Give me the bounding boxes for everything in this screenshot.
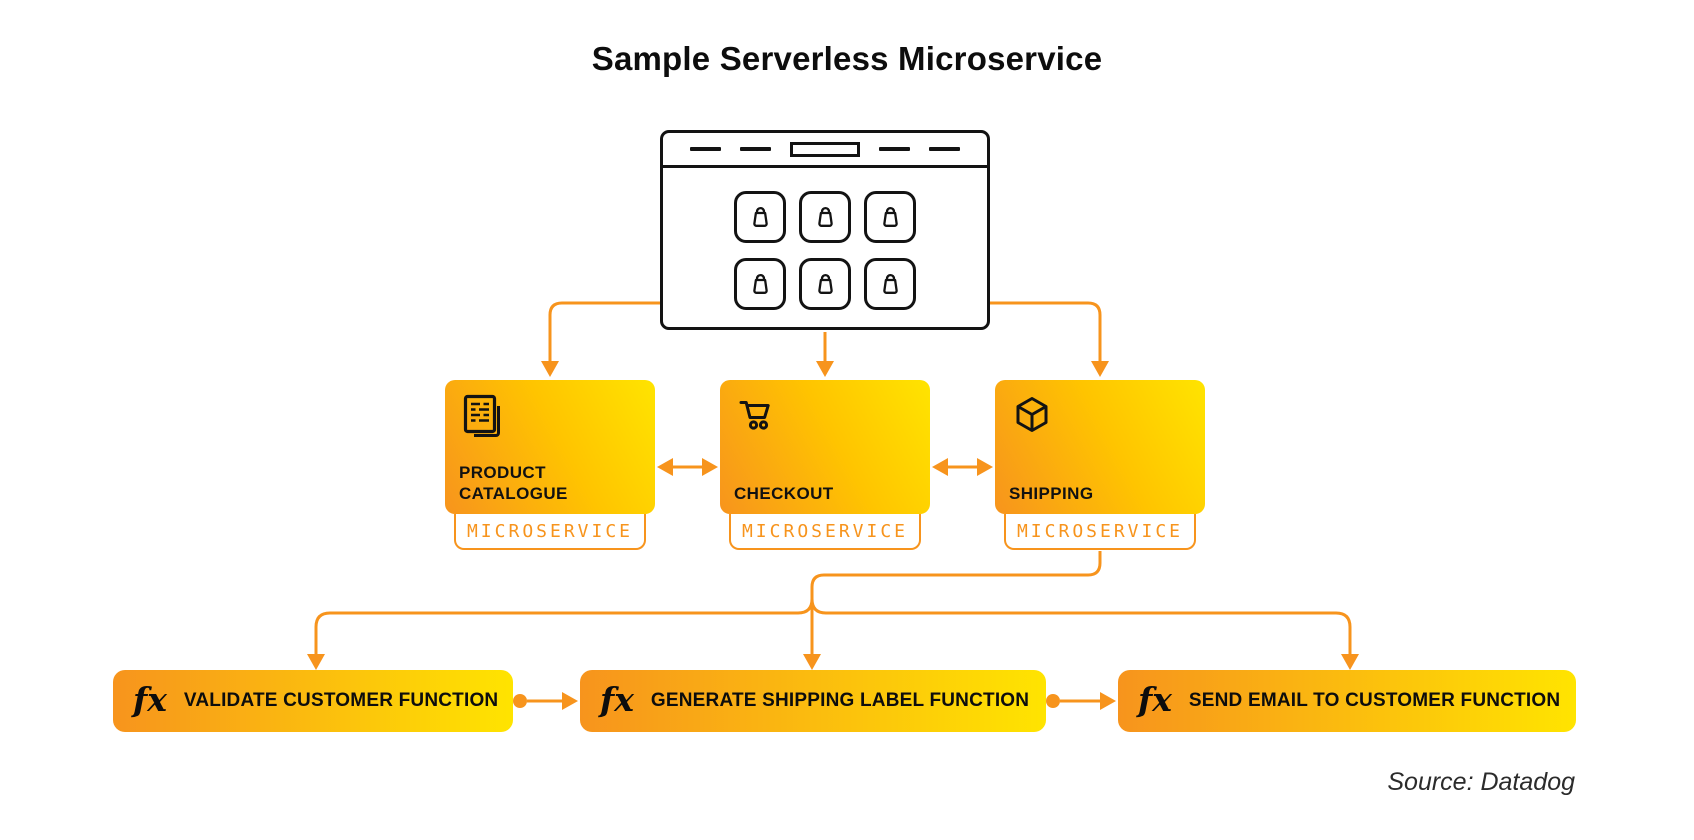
source-credit: Source: Datadog	[1387, 768, 1575, 796]
connector-generate-to-send-email	[1046, 692, 1116, 710]
catalogue-icon	[463, 394, 500, 437]
connector-browser-to-checkout	[816, 332, 834, 377]
menu-dash-icon	[929, 147, 960, 151]
service-card-product-catalogue: PRODUCT CATALOGUE MICROSERVICE	[445, 380, 655, 550]
function-card-send-email: fx SEND EMAIL TO CUSTOMER FUNCTION	[1118, 670, 1576, 732]
shopping-bag-icon	[882, 273, 898, 294]
product-grid	[663, 191, 987, 310]
shopping-bag-icon	[752, 206, 768, 227]
function-card-validate-customer: fx VALIDATE CUSTOMER FUNCTION	[113, 670, 513, 732]
microservice-badge: MICROSERVICE	[1004, 514, 1196, 550]
function-fx-icon: fx	[133, 679, 167, 719]
connector-validate-to-generate	[513, 692, 578, 710]
service-card-body: CHECKOUT	[720, 380, 930, 514]
microservice-badge: MICROSERVICE	[454, 514, 646, 550]
product-tile	[799, 191, 851, 243]
connector-browser-to-shipping	[990, 301, 1109, 377]
menu-dash-icon	[740, 147, 771, 151]
function-label: GENERATE SHIPPING LABEL FUNCTION	[650, 690, 1030, 711]
connector-checkout-shipping	[932, 458, 993, 476]
function-card-generate-shipping-label: fx GENERATE SHIPPING LABEL FUNCTION	[580, 670, 1046, 732]
service-card-shipping: SHIPPING MICROSERVICE	[995, 380, 1205, 550]
product-tile	[864, 191, 916, 243]
connector-shipping-to-functions-trunk	[803, 551, 1102, 670]
shopping-bag-icon	[882, 206, 898, 227]
browser-header	[663, 133, 987, 168]
shopping-bag-icon	[817, 206, 833, 227]
service-name: PRODUCT CATALOGUE	[459, 462, 568, 504]
connector-branch-to-validate-customer	[307, 598, 814, 670]
service-card-body: SHIPPING	[995, 380, 1205, 514]
page-title: Sample Serverless Microservice	[591, 40, 1103, 77]
shopping-bag-icon	[817, 273, 833, 294]
menu-dash-icon	[879, 147, 910, 151]
service-name: CHECKOUT	[734, 484, 834, 504]
service-name: SHIPPING	[1009, 484, 1094, 504]
cart-icon	[739, 401, 770, 430]
connector-branch-to-send-email	[810, 598, 1359, 670]
address-bar	[790, 141, 860, 157]
function-fx-icon: fx	[1138, 679, 1172, 719]
function-label: VALIDATE CUSTOMER FUNCTION	[183, 690, 499, 711]
browser-window	[660, 130, 990, 330]
microservice-badge: MICROSERVICE	[729, 514, 921, 550]
service-card-checkout: CHECKOUT MICROSERVICE	[720, 380, 930, 550]
shopping-bag-icon	[752, 273, 768, 294]
product-tile	[734, 191, 786, 243]
product-tile	[864, 258, 916, 310]
product-tile	[799, 258, 851, 310]
function-fx-icon: fx	[600, 679, 634, 719]
service-card-body: PRODUCT CATALOGUE	[445, 380, 655, 514]
product-tile	[734, 258, 786, 310]
package-icon	[1016, 397, 1048, 432]
connector-browser-to-product-catalogue	[541, 301, 660, 377]
function-label: SEND EMAIL TO CUSTOMER FUNCTION	[1188, 690, 1561, 711]
connector-product-catalogue-checkout	[657, 458, 718, 476]
menu-dash-icon	[690, 147, 721, 151]
